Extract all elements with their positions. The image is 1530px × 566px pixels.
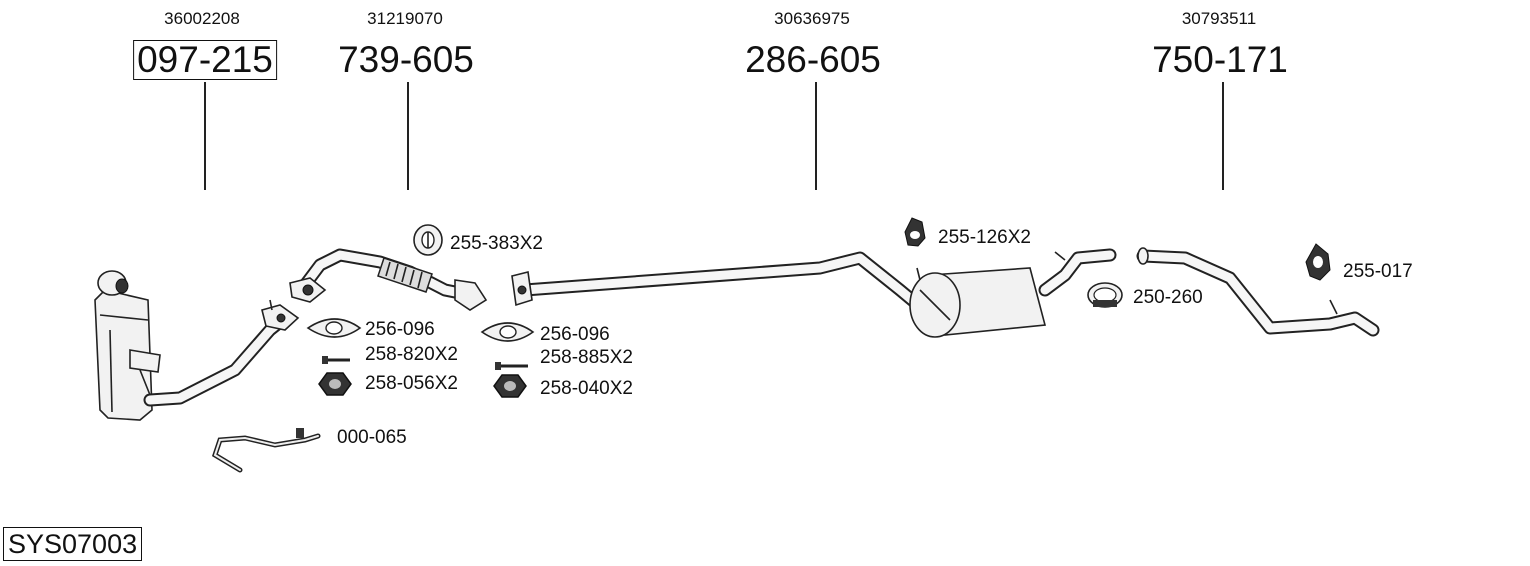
gasket-256-096-a (306, 318, 362, 338)
filter-outlet-flange (261, 299, 300, 331)
label-000-065: 000-065 (337, 427, 407, 448)
label-255-383: 255-383X2 (450, 233, 543, 254)
label-255-017: 255-017 (1343, 261, 1413, 282)
bolt-258-885 (495, 362, 528, 370)
label-258-040: 258-040X2 (540, 378, 633, 399)
label-256-096-b: 256-096 (540, 324, 610, 345)
rubber-hanger-255-126 (904, 217, 926, 247)
middle-silencer (909, 248, 1117, 338)
oem-number-4: 30793511 (1181, 9, 1257, 28)
gasket-256-096-b (480, 322, 535, 342)
nut-258-056 (318, 372, 352, 396)
front-pipe-flex-section (377, 257, 433, 293)
label-256-096-a: 256-096 (365, 319, 435, 340)
part-number-2: 739-605 (338, 39, 474, 80)
label-258-056: 258-056X2 (365, 373, 458, 394)
front-pipe-outlet-flange (454, 279, 488, 311)
oem-number-3: 30636975 (774, 9, 850, 28)
label-258-885: 258-885X2 (540, 347, 633, 368)
part-number-3: 286-605 (745, 39, 881, 80)
clamp-250-260 (1087, 282, 1123, 308)
part-number-4: 750-171 (1152, 39, 1288, 80)
label-255-126: 255-126X2 (938, 227, 1031, 248)
rubber-hanger-255-017 (1305, 243, 1331, 281)
part-number-1: 097-215 (133, 40, 277, 80)
sensor-pipe-000-065 (211, 428, 321, 473)
oem-number-2: 31219070 (367, 9, 443, 28)
label-258-820: 258-820X2 (365, 344, 458, 365)
oem-number-1: 36002208 (164, 9, 240, 28)
rubber-hanger-255-383 (413, 224, 443, 256)
system-code-box: SYS07003 (3, 527, 143, 561)
bolt-258-820 (322, 356, 350, 364)
nut-258-040 (493, 374, 527, 398)
label-250-260: 250-260 (1133, 287, 1203, 308)
particulate-filter-097-215 (94, 270, 171, 421)
